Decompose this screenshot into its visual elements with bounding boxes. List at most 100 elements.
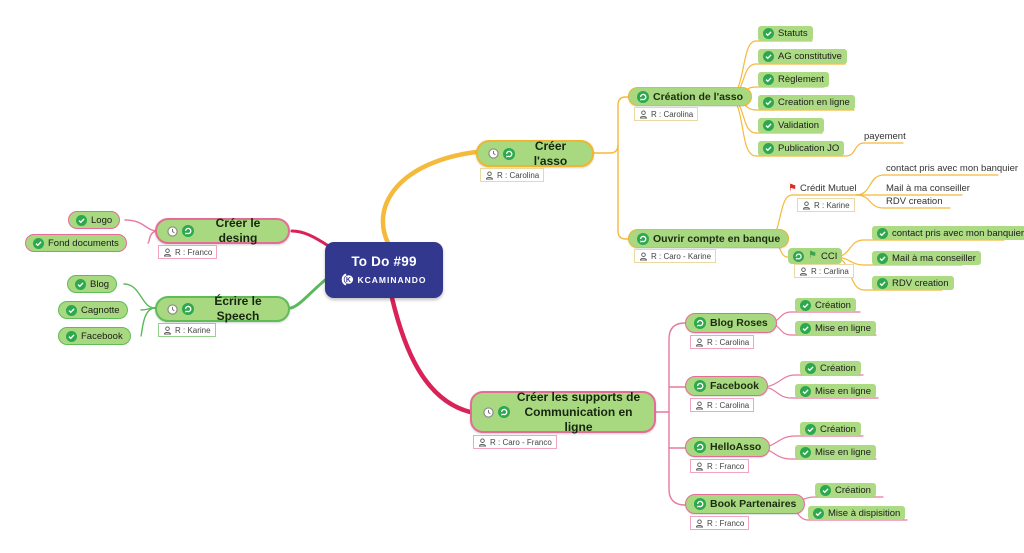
check-icon [805,362,816,374]
check-icon [800,446,811,458]
clock-icon [167,303,178,315]
topic-ouvrir-compte[interactable]: Ouvrir compte en banque [628,229,790,248]
task-miseenligne-blogroses[interactable]: Mise en ligne [795,321,876,335]
task-rdv-creation-cci[interactable]: RDV creation [872,276,954,290]
task-miseenligne-facebook[interactable]: Mise en ligne [795,384,876,398]
topic-label: Ouvrir compte en banque [653,232,781,245]
task-label: Mise en ligne [815,446,871,458]
responsible-label[interactable]: R : Carolina [634,107,699,121]
responsible-text: R : Carlina [811,266,849,276]
topic-creer-le-desing[interactable]: Créer le desing [155,216,290,245]
root-title: To Do #99 [351,254,417,269]
task-creation-en-ligne[interactable]: Creation en ligne [758,95,855,110]
topic-label: Création de l'asso [653,90,744,103]
check-icon [800,322,811,334]
task-contact-banquier-cci[interactable]: contact pris avec mon banquier [872,226,1024,240]
responsible-label[interactable]: R : Karine [158,323,216,337]
task-validation[interactable]: Validation [758,118,825,133]
responsible-label[interactable]: R : Caro - Franco [473,435,557,449]
progress-icon [637,90,649,103]
task-label: AG constitutive [778,51,842,62]
task-publication-jo[interactable]: Publication JO [758,141,845,156]
responsible-label[interactable]: R : Carlina [794,264,854,278]
progress-icon [694,498,706,510]
brand-row: K KCAMINANDO [341,273,426,286]
progress-icon [497,406,510,418]
responsible-text: R : Karine [175,325,211,335]
responsible-label[interactable]: R : Caro - Karine [634,249,717,263]
task-creation-facebook[interactable]: Création [800,361,861,375]
responsible-text: R : Carolina [497,170,540,180]
topic-label: Blog Roses [710,317,768,329]
topic-ecrire-le-speech[interactable]: Écrire le Speech [155,294,290,323]
topic-creation-asso[interactable]: Création de l'asso [628,87,753,106]
task-reglement[interactable]: Règlement [758,72,829,87]
task-label: Blog [90,278,110,290]
topic-credit-mutuel[interactable]: ⚑ Crédit Mutuel [788,183,856,194]
task-label: Règlement [778,74,824,85]
person-icon [163,247,172,257]
task-facebook-speech[interactable]: Facebook [58,327,131,345]
topic-helloasso[interactable]: HelloAsso [685,437,771,457]
task-label: Creation en ligne [778,97,850,108]
task-payement[interactable]: payement [864,131,906,142]
topic-label: Écrire le Speech [214,294,262,323]
responsible-label[interactable]: R : Franco [690,516,750,530]
task-creation-helloasso[interactable]: Création [800,422,861,436]
check-icon [66,330,77,342]
check-icon [66,304,77,316]
task-label: Facebook [81,330,123,342]
task-contact-banquier[interactable]: contact pris avec mon banquier [886,163,1018,174]
task-creation-blogroses[interactable]: Création [795,298,856,312]
responsible-text: R : Karine [814,200,850,210]
topic-blog-roses[interactable]: Blog Roses [685,313,777,333]
topic-supports-communication[interactable]: Créer les supports de Communication en l… [470,390,656,434]
task-label: Création [820,362,856,374]
responsible-text: R : Caro - Karine [651,251,712,261]
responsible-text: R : Carolina [651,109,694,119]
responsible-label[interactable]: R : Franco [158,245,218,259]
kcaminando-logo-icon: K [341,273,354,286]
progress-icon [694,380,706,392]
task-mail-conseiller-cci[interactable]: Mail à ma conseiller [872,251,981,265]
task-fond-documents[interactable]: Fond documents [25,234,127,252]
task-label: RDV creation [892,277,949,289]
task-mail-conseiller[interactable]: Mail à ma conseiller [886,183,970,194]
responsible-label[interactable]: R : Carolina [690,335,755,349]
responsible-text: R : Franco [707,461,745,471]
task-label: Statuts [778,28,808,39]
responsible-text: R : Franco [707,518,745,528]
check-icon [763,28,774,39]
topic-label: Créer le desing [215,216,261,245]
person-icon [799,266,808,276]
task-blog[interactable]: Blog [67,275,118,293]
clock-icon [167,225,178,237]
responsible-label[interactable]: R : Karine [797,198,855,212]
task-statuts[interactable]: Statuts [758,26,813,41]
task-logo[interactable]: Logo [68,211,121,229]
task-ag-constitutive[interactable]: AG constitutive [758,49,847,64]
task-cagnotte[interactable]: Cagnotte [58,301,128,319]
check-icon [877,277,888,289]
check-icon [820,484,831,496]
responsible-label[interactable]: R : Carolina [480,168,545,182]
responsible-label[interactable]: R : Franco [690,459,750,473]
task-rdv-creation[interactable]: RDV creation [886,196,943,207]
root-topic[interactable]: To Do #99 K KCAMINANDO [325,242,443,298]
check-icon [763,74,774,85]
task-mise-a-disposition-book[interactable]: Mise à dispisition [808,506,906,520]
check-icon [763,143,774,154]
progress-icon [503,147,515,160]
topic-cci[interactable]: ⚑ CCI [788,248,843,264]
topic-creer-lasso[interactable]: Créer l'asso [476,139,594,168]
topic-book-partenaires[interactable]: Book Partenaires [685,494,806,514]
topic-facebook[interactable]: Facebook [685,376,769,396]
responsible-text: R : Carolina [707,337,750,347]
responsible-label[interactable]: R : Carolina [690,398,755,412]
person-icon [163,325,172,335]
task-creation-book[interactable]: Création [815,483,876,497]
task-miseenligne-helloasso[interactable]: Mise en ligne [795,445,876,459]
check-icon [76,214,87,226]
task-label: Mise en ligne [815,322,871,334]
topic-label: HelloAsso [710,441,762,453]
